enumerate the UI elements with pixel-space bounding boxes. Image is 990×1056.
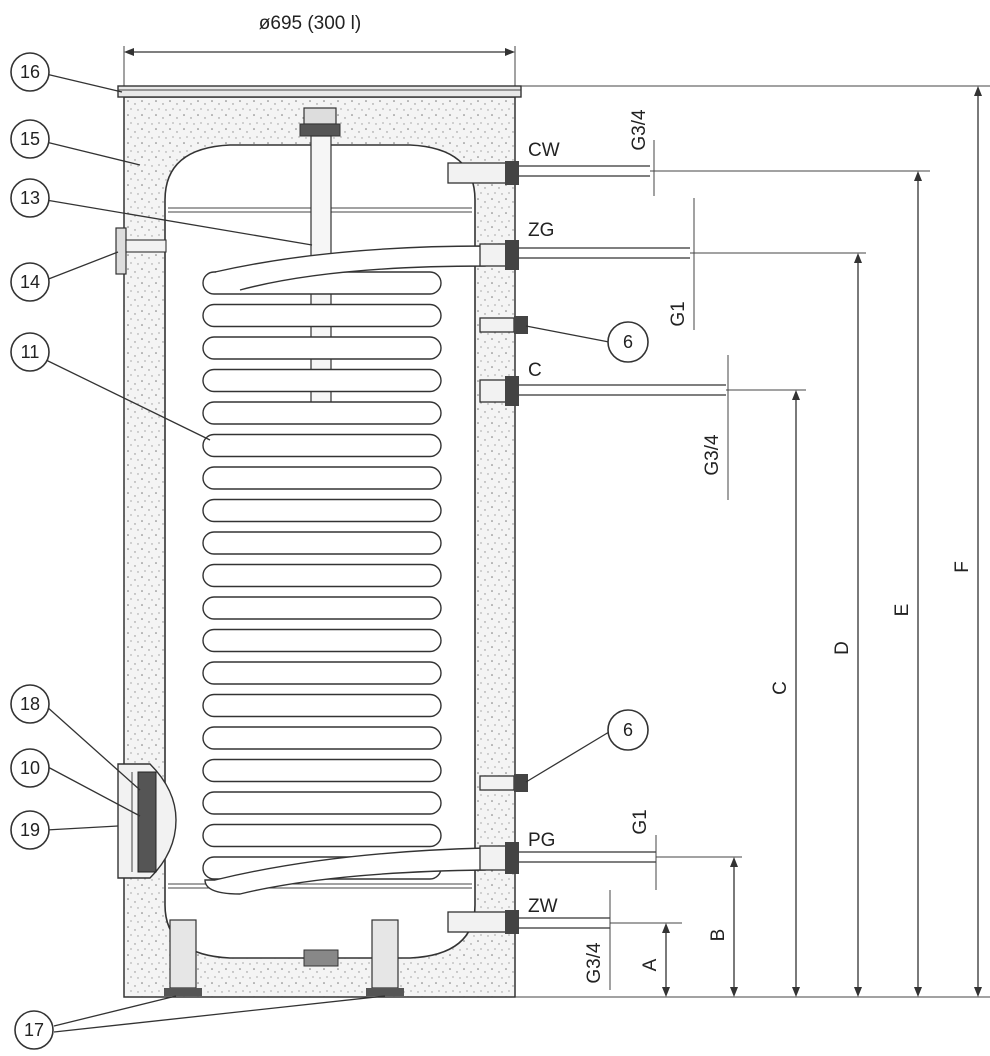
connection-zg-label: ZG [528, 220, 554, 241]
coil-loop [202, 466, 442, 490]
coil-loop [202, 433, 442, 458]
callout-10: 10 [10, 748, 50, 788]
coil-loop [202, 823, 442, 848]
coil-loop [202, 563, 442, 588]
height-dimensions [515, 85, 990, 998]
callout-16: 16 [10, 52, 50, 92]
svg-text:6: 6 [623, 720, 633, 740]
coil-loop [202, 596, 442, 620]
callout-14: 14 [10, 262, 50, 302]
diameter-label: ø695 (300 l) [259, 13, 361, 34]
diameter-dimension: ø695 (300 l) [123, 13, 516, 95]
height-a-label: A [640, 958, 661, 971]
callout-15: 15 [10, 119, 50, 159]
connection-zw-label: ZW [528, 896, 558, 917]
callout-19: 19 [10, 810, 50, 850]
svg-text:15: 15 [20, 129, 40, 149]
coil-loop [202, 368, 442, 393]
svg-text:16: 16 [20, 62, 40, 82]
coil-outlet-lead [204, 847, 486, 895]
height-e-label: E [892, 604, 913, 617]
thermometer-port [115, 227, 167, 275]
thread-c-label: G3/4 [702, 434, 723, 476]
svg-text:11: 11 [21, 342, 40, 362]
coil-loop [202, 498, 442, 523]
connection-c-label: C [528, 360, 542, 381]
connection-pg-label: PG [528, 830, 555, 851]
coil-loop [202, 628, 442, 653]
heating-coil [202, 245, 486, 895]
height-b-label: B [708, 929, 729, 942]
height-c-label: C [770, 681, 791, 695]
coil-loop [202, 531, 442, 555]
svg-text:19: 19 [20, 820, 40, 840]
svg-text:13: 13 [20, 188, 40, 208]
height-d-label: D [832, 641, 853, 655]
coil-loop [202, 303, 442, 328]
thread-zg-label: G1 [668, 301, 689, 326]
callout-11: 11 [10, 332, 50, 372]
top-cover [117, 85, 522, 98]
coil-loop [202, 661, 442, 685]
coil-loop [202, 726, 442, 750]
thread-pg-label: G1 [630, 809, 651, 834]
svg-text:17: 17 [24, 1020, 44, 1040]
height-f-label: F [952, 561, 973, 573]
coil-loop [202, 336, 442, 360]
coil-loop [202, 693, 442, 718]
tank-feet [164, 919, 404, 996]
thread-cw-label: G3/4 [629, 109, 650, 151]
coil-loop [202, 401, 442, 425]
leader-lines [45, 73, 610, 1033]
coil-loop [202, 791, 442, 815]
callout-13: 13 [10, 178, 50, 218]
svg-text:6: 6 [623, 332, 633, 352]
svg-text:14: 14 [20, 272, 40, 292]
coil-loop [202, 758, 442, 783]
callout-6-lower: 6 [607, 709, 649, 751]
thread-markers [609, 140, 729, 990]
svg-text:10: 10 [20, 758, 40, 778]
callout-17: 17 [14, 1010, 54, 1050]
connection-cw-label: CW [528, 140, 560, 161]
connections [447, 161, 726, 934]
callout-18: 18 [10, 684, 50, 724]
svg-text:18: 18 [20, 694, 40, 714]
callout-6-upper: 6 [607, 321, 649, 363]
heater-flange [117, 763, 177, 879]
thread-zw-label: G3/4 [584, 942, 605, 984]
